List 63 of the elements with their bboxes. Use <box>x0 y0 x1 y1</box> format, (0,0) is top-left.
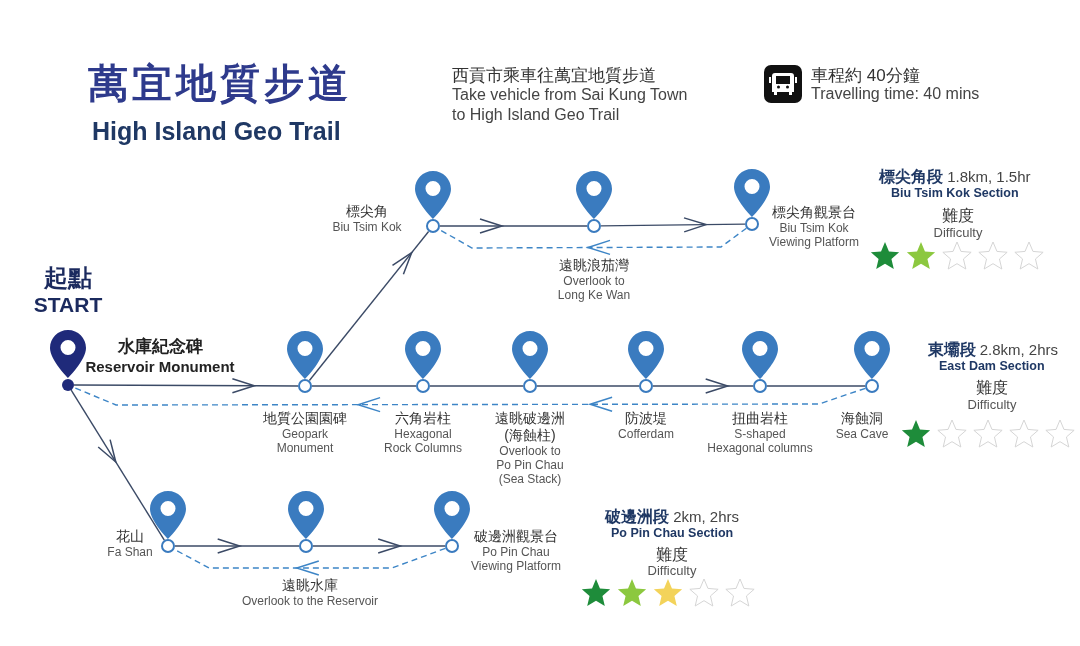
place-name: 標尖角 <box>345 203 389 220</box>
stop-marker <box>753 379 767 393</box>
place-name: 六角岩柱 <box>394 410 452 427</box>
difficulty-label: Difficulty <box>933 225 983 240</box>
place-name: Geopark Monument <box>275 427 335 455</box>
place-name: Reservoir Monument <box>84 357 236 376</box>
stop-marker <box>416 379 430 393</box>
route-heading: 西貢市乘車往萬宜地質步道 <box>452 65 656 87</box>
difficulty-label: Difficulty <box>647 563 697 578</box>
section-name: East Dam Section <box>939 359 1045 373</box>
place-name: Sea Cave <box>834 427 890 441</box>
section-name: Biu Tsim Kok Section <box>891 186 1019 200</box>
place-name: START <box>32 292 104 318</box>
place-name: Overlook to Long Ke Wan <box>556 274 632 302</box>
trail-line <box>429 385 524 387</box>
place-name: Po Pin Chau Viewing Platform <box>470 545 562 573</box>
trail-line <box>536 385 640 387</box>
place-name: 遠眺浪茄灣 <box>558 257 630 274</box>
place-name: 起點 <box>43 264 93 292</box>
place-name: Biu Tsim Kok <box>331 220 403 234</box>
start-point-marker <box>62 379 74 391</box>
route-description: Take vehicle from Sai Kung Town to High Island Geo Trail <box>452 85 689 125</box>
place-name: 海蝕洞 <box>840 410 884 427</box>
difficulty-label: 難度 <box>942 206 974 226</box>
place-name: 遠眺水庫 <box>281 577 339 594</box>
place-name: Overlook to Po Pin Chau (Sea Stack) <box>495 444 565 486</box>
place-name: 花山 <box>115 528 145 545</box>
title: 萬宜地質步道 <box>88 60 352 107</box>
stop-marker <box>587 219 601 233</box>
section-heading: 破邊洲段 2km, 2hrs <box>605 507 740 527</box>
stop-marker <box>298 379 312 393</box>
place-name: Cofferdam <box>617 427 675 441</box>
place-name: Biu Tsim Kok Viewing Platform <box>768 221 860 249</box>
difficulty-label: 難度 <box>656 545 688 565</box>
travel-time: 車程約 40分鐘 <box>811 65 920 87</box>
stop-marker <box>445 539 459 553</box>
stop-marker <box>426 219 440 233</box>
section-heading: 東壩段 2.8km, 2hrs <box>927 340 1059 360</box>
section-heading: 標尖角段 1.8km, 1.5hr <box>879 167 1031 187</box>
stop-marker <box>523 379 537 393</box>
travel-time: Travelling time: 40 mins <box>811 85 980 103</box>
place-name: 水庫紀念碑 <box>116 336 204 357</box>
difficulty-label: Difficulty <box>967 397 1017 412</box>
place-name: Overlook to the Reservoir <box>240 594 380 608</box>
place-name: 地質公園園碑 <box>263 410 347 427</box>
trail-line <box>766 385 866 387</box>
place-name: S-shaped Hexagonal columns <box>706 427 814 455</box>
place-name: Fa Shan <box>106 545 154 559</box>
difficulty-label: 難度 <box>976 378 1008 398</box>
stop-marker <box>299 539 313 553</box>
stop-marker <box>745 217 759 231</box>
place-name: 破邊洲觀景台 <box>473 528 559 545</box>
place-name: 扭曲岩柱 <box>731 410 789 427</box>
place-name: 標尖角觀景台 <box>771 204 857 221</box>
stop-marker <box>639 379 653 393</box>
stop-marker <box>161 539 175 553</box>
place-name: 遠眺破邊洲(海蝕柱) <box>494 410 566 444</box>
place-name: Hexagonal Rock Columns <box>383 427 463 455</box>
section-name: Po Pin Chau Section <box>611 526 734 540</box>
stop-marker <box>865 379 879 393</box>
trail-line <box>311 385 417 387</box>
subtitle: High Island Geo Trail <box>92 117 341 146</box>
place-name: 防波堤 <box>624 410 668 427</box>
